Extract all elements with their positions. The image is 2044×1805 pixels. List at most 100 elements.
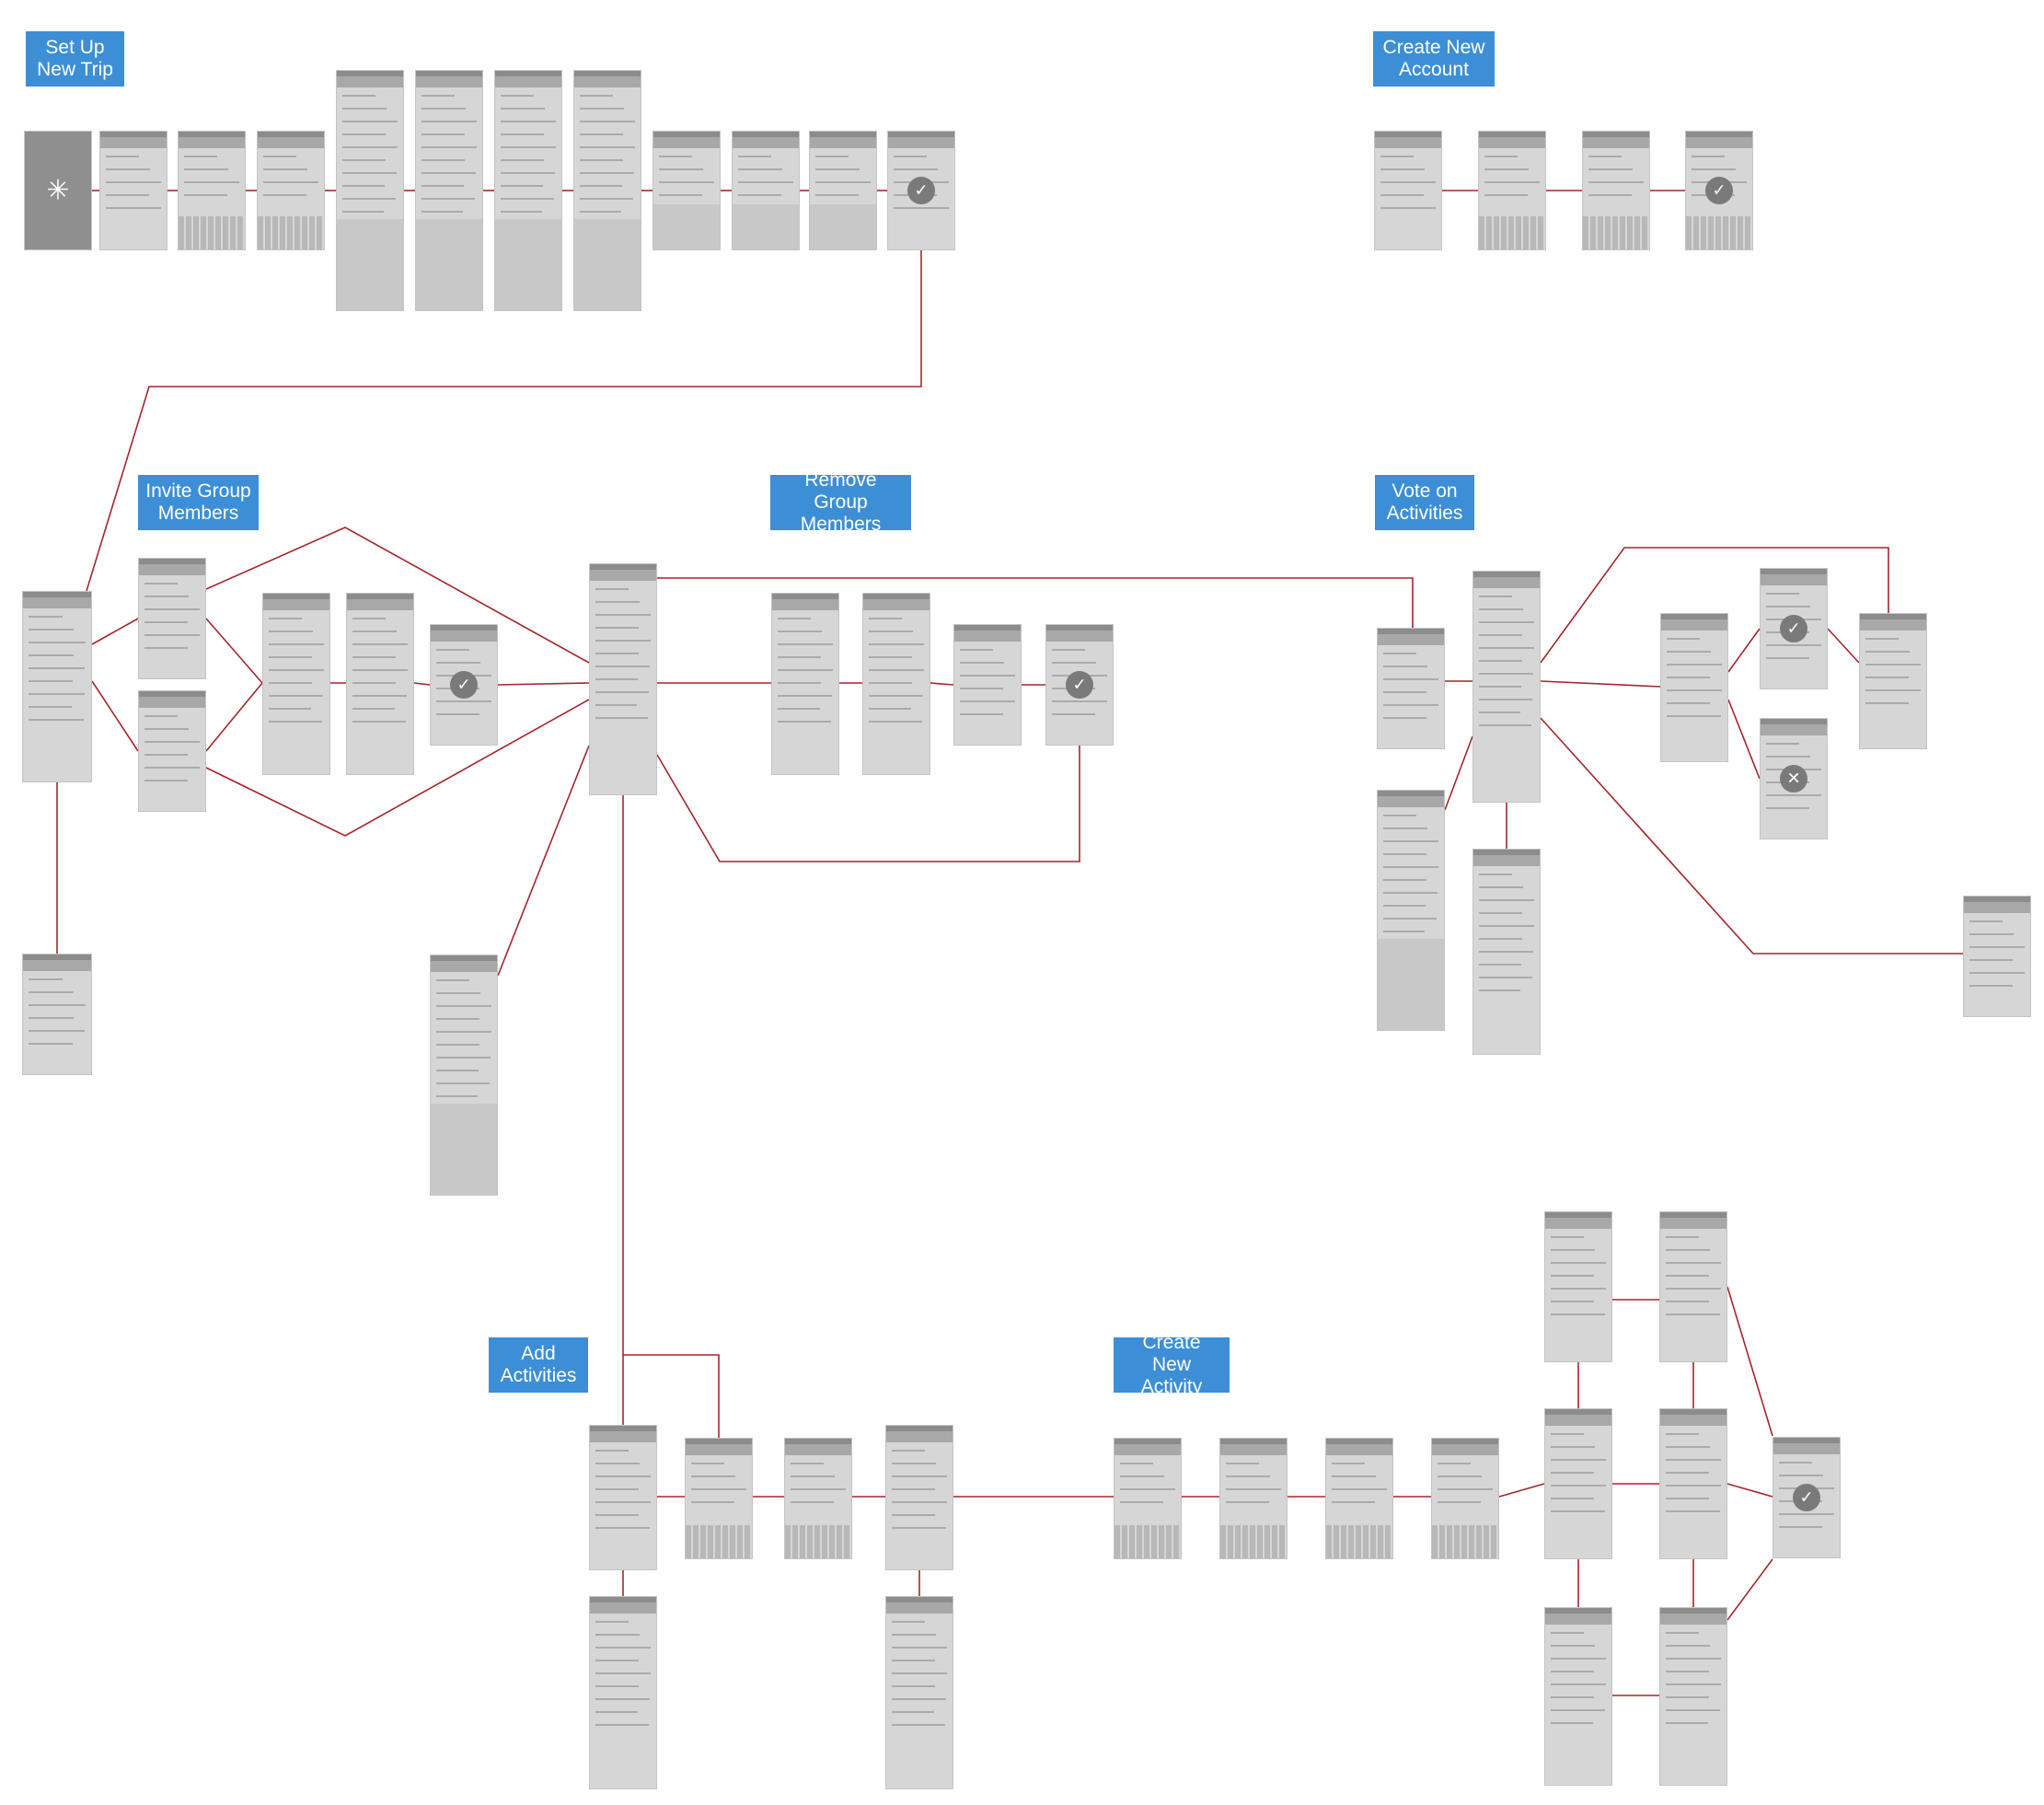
placeholder-text-line [1382,840,1439,842]
wireframe-screen[interactable] [573,70,641,311]
keyboard[interactable] [785,1524,851,1558]
wireframe-screen[interactable] [589,563,657,795]
placeholder-text-line [891,1698,946,1700]
keyboard[interactable] [1583,216,1649,249]
wireframe-screen[interactable] [1219,1438,1288,1559]
wireframe-screen[interactable] [1431,1438,1499,1559]
screen-title-bar [1583,132,1649,137]
wireframe-screen[interactable] [1472,571,1541,803]
placeholder-text-line [435,1082,491,1084]
placeholder-text-line [144,647,188,649]
wireframe-screen[interactable] [1660,613,1728,762]
wireframe-screen[interactable] [138,558,206,679]
wireframe-screen[interactable] [257,131,325,250]
wireframe-screen[interactable]: ✓ [887,131,955,250]
cross-icon: ✕ [1780,765,1807,793]
wireframe-screen[interactable] [1963,896,2031,1017]
wireframe-screen[interactable] [1582,131,1650,250]
wireframe-screen[interactable] [138,690,206,812]
wireframe-screen[interactable] [1659,1607,1727,1786]
wireframe-screen[interactable] [771,593,839,775]
wireframe-screen[interactable] [22,954,92,1075]
placeholder-text-line [595,704,638,706]
wireframe-screen[interactable] [336,70,404,311]
wireframe-screen[interactable] [885,1425,953,1570]
wireframe-screen[interactable] [784,1438,852,1559]
wireframe-screen[interactable] [1377,628,1445,749]
placeholder-text-line [1437,1488,1494,1490]
wireframe-screen[interactable] [99,131,167,250]
wireframe-screen[interactable] [1544,1408,1612,1559]
placeholder-text-line [1380,156,1414,157]
screen-title-bar [653,132,720,137]
wireframe-screen[interactable] [1544,1607,1612,1786]
wireframe-screen[interactable] [430,955,498,1196]
placeholder-text-line [421,108,466,110]
placeholder-text-line [1478,977,1533,978]
wireframe-screen[interactable] [1377,790,1445,1031]
placeholder-text-line [595,588,629,590]
wireframe-screen[interactable] [1478,131,1546,250]
wireframe-screen[interactable] [685,1438,753,1559]
wireframe-screen[interactable] [885,1596,953,1789]
keyboard[interactable] [258,216,324,249]
wireframe-screen[interactable] [953,624,1022,746]
keyboard[interactable] [686,1524,752,1558]
screen-title-bar [1432,1439,1498,1444]
wireframe-screen[interactable]: ✓ [1773,1437,1841,1558]
screen-subheader [1761,724,1827,735]
wireframe-screen[interactable]: ✓ [1045,624,1114,746]
keyboard[interactable] [179,216,245,249]
wireframe-screen[interactable] [589,1596,657,1789]
placeholder-text-line [1550,1696,1594,1698]
placeholder-text-line [1666,664,1723,665]
wireframe-screen[interactable]: ✓ [1685,131,1753,250]
wireframe-screen[interactable] [652,131,721,250]
wireframe-screen[interactable] [1859,613,1927,749]
wireframe-screen[interactable]: ✳ [24,131,92,250]
flow-connector [1727,628,1761,673]
wireframe-screen[interactable] [1114,1438,1182,1559]
wireframe-screen[interactable] [1374,131,1442,250]
wireframe-screen[interactable]: ✕ [1760,718,1828,839]
wireframe-screen[interactable] [346,593,414,775]
map-area [431,1104,497,1195]
wireframe-screen[interactable] [178,131,246,250]
wireframe-screen[interactable] [1659,1408,1727,1559]
screen-title-bar [785,1439,851,1444]
wireframe-screen[interactable] [262,593,330,775]
placeholder-text-line [1380,181,1437,183]
screen-subheader [772,599,838,610]
placeholder-text-line [421,159,465,161]
keyboard[interactable] [1326,1524,1392,1558]
wireframe-screen[interactable] [589,1425,657,1570]
wireframe-screen[interactable]: ✓ [1760,568,1828,689]
wireframe-screen[interactable] [494,70,562,311]
keyboard[interactable] [1220,1524,1287,1558]
keyboard[interactable] [1114,1524,1181,1558]
placeholder-text-line [579,133,624,135]
placeholder-text-line [868,656,913,658]
screen-title-bar [772,594,838,599]
wireframe-screen[interactable] [1544,1211,1612,1362]
keyboard[interactable] [1432,1524,1498,1558]
wireframe-screen[interactable] [732,131,800,250]
wireframe-screen[interactable] [1659,1211,1727,1362]
screen-title-bar [23,955,91,960]
placeholder-text-line [1969,920,2003,922]
placeholder-text-line [777,643,834,645]
keyboard[interactable] [1479,216,1545,249]
placeholder-text-line [352,631,397,632]
placeholder-text-line [268,643,325,645]
keyboard[interactable] [1686,216,1752,249]
wireframe-screen[interactable]: ✓ [430,624,498,746]
placeholder-text-line [1666,651,1711,653]
wireframe-screen[interactable] [809,131,877,250]
placeholder-text-line [435,649,469,651]
placeholder-text-line [435,662,480,664]
wireframe-screen[interactable] [1472,849,1541,1055]
wireframe-screen[interactable] [415,70,483,311]
wireframe-screen[interactable] [22,591,92,782]
wireframe-screen[interactable] [1325,1438,1393,1559]
wireframe-screen[interactable] [862,593,930,775]
